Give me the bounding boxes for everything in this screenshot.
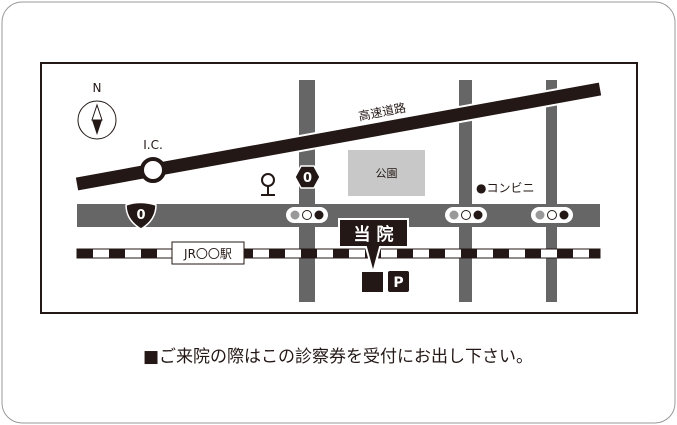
side-road-3 [546,80,557,302]
interchange-label: I.C. [143,138,163,152]
park [348,150,425,196]
interchange-marker [140,157,166,183]
side-road-2 [459,80,472,302]
svg-text:0: 0 [136,208,145,223]
clinic-building [362,272,383,292]
convenience-store-label: ●コンビニ [476,181,534,195]
landmark-pin-icon [261,173,275,196]
clinic-label: 当 院 [354,224,394,245]
parking-icon: P [388,271,409,292]
traffic-light-icon [445,207,487,223]
svg-text:0: 0 [303,171,312,186]
clinic-marker: 当 院 [338,218,409,292]
notice-text: ■ご来院の際はこの診察券を受付にお出し下さい。 [143,347,533,367]
station-box [171,241,245,265]
compass-label: N [93,81,102,95]
station-label: JR〇〇駅 [183,247,232,261]
railway [76,248,601,259]
route-hexagon-icon: 0 [294,165,321,189]
svg-text:P: P [393,275,403,291]
park-label: 公園 [376,167,398,180]
side-road-1 [299,80,315,302]
compass-icon [77,100,117,140]
traffic-light-icon [531,207,573,223]
route-shield-icon: 0 [125,201,157,230]
map: 高速道路 I.C. N 0 0 公園 ●コンビニ [40,62,638,314]
traffic-light-icon [286,207,328,223]
